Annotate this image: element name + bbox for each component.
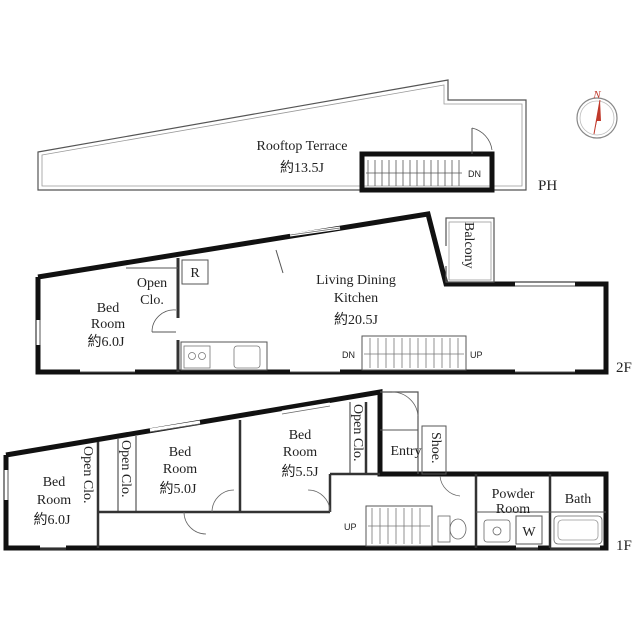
open-clo-1f-b: Open Clo. xyxy=(118,440,133,498)
compass-letter: N xyxy=(592,89,601,101)
1f-stair-up: UP xyxy=(344,522,357,532)
powder-room-line1: Powder xyxy=(492,487,535,502)
sink-icon xyxy=(483,519,511,543)
washer-label: W xyxy=(522,525,536,540)
open-clo-1f-c: Open Clo. xyxy=(350,404,365,462)
2f-staircase: DN UP xyxy=(342,335,483,371)
bed-1f-mid-size: 約5.0J xyxy=(160,481,197,497)
rooftop-terrace-size: 約13.5J xyxy=(280,160,324,176)
floor-label-1f: 1F xyxy=(616,538,632,554)
toilet-icon xyxy=(437,515,467,543)
floor-label-2f: 2F xyxy=(616,360,632,376)
fridge-label: R xyxy=(190,266,200,281)
bed-2f-size: 約6.0J xyxy=(88,334,125,350)
ldk-size: 約20.5J xyxy=(334,312,378,328)
bed-2f-line2: Room xyxy=(91,317,125,332)
floor-label-ph: PH xyxy=(538,178,557,194)
bed-1f-mid-line2: Room xyxy=(163,462,197,477)
bed-1f-right-size: 約5.5J xyxy=(282,464,319,480)
kitchen-counter xyxy=(180,341,268,371)
rooftop-terrace-name: Rooftop Terrace xyxy=(257,139,348,154)
washer-box xyxy=(515,515,543,545)
ph-stair-dn: DN xyxy=(468,169,481,179)
ph-staircase: DN xyxy=(359,127,495,193)
rooftop-terrace-outline xyxy=(37,79,527,191)
bathtub-icon xyxy=(553,515,603,545)
bed-1f-left-size: 約6.0J xyxy=(34,512,71,528)
ldk-line1: Living Dining xyxy=(316,273,396,288)
floor-ph: DN Rooftop Terrace 約13.5J PH xyxy=(37,79,557,194)
bed-1f-right-line2: Room xyxy=(283,445,317,460)
bed-2f-line1: Bed xyxy=(97,301,120,316)
shoe-label: Shoe. xyxy=(428,432,443,464)
fridge-box xyxy=(181,259,209,285)
open-clo-1f-a: Open Clo. xyxy=(80,446,95,504)
ldk-line2: Kitchen xyxy=(334,291,378,306)
entry-label: Entry xyxy=(390,444,421,459)
floor-2f: DN UP Bed Room 約6.0J Open Clo. R Living … xyxy=(35,211,632,376)
open-clo-2f-line1: Open xyxy=(137,276,167,291)
open-clo-2f-line2: Clo. xyxy=(140,293,164,308)
balcony-label: Balcony xyxy=(461,222,476,269)
bed-1f-left-line1: Bed xyxy=(43,475,66,490)
2f-stair-up: UP xyxy=(470,350,483,360)
1f-staircase: UP xyxy=(344,505,433,547)
floor-1f: UP Bed Room 約6.0J Open Clo. Open Clo. Be… xyxy=(3,389,632,554)
2f-outer-wall xyxy=(35,211,609,375)
bed-1f-right-line1: Bed xyxy=(289,428,312,443)
powder-room-line2: Room xyxy=(496,502,530,517)
2f-stair-dn: DN xyxy=(342,350,355,360)
north-arrow-icon: N xyxy=(576,89,618,139)
bed-1f-mid-line1: Bed xyxy=(169,445,192,460)
bath-label: Bath xyxy=(565,492,591,507)
bed-1f-left-line2: Room xyxy=(37,493,71,508)
